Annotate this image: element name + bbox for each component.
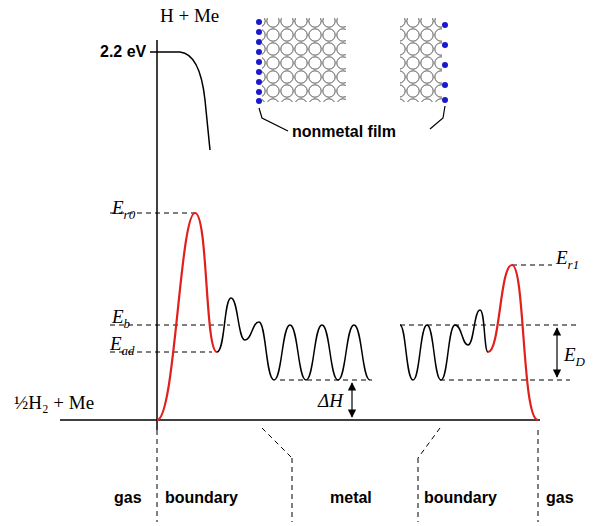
metal-film-left	[262, 18, 346, 102]
leader-line	[430, 106, 445, 129]
region-divider	[292, 458, 293, 522]
state-label: ½H₂ + Me	[14, 393, 94, 412]
film-label: nonmetal film	[290, 124, 398, 140]
region-label: gas	[546, 490, 574, 506]
region-label: boundary	[424, 490, 497, 506]
region-divider	[418, 428, 440, 458]
region-label: gas	[114, 490, 142, 506]
metal-wells-left	[217, 298, 370, 380]
metal-level	[280, 380, 372, 381]
er1-level	[512, 265, 552, 266]
entry-barrier	[157, 213, 217, 420]
baseline	[60, 419, 540, 421]
region-label: boundary	[165, 490, 238, 506]
energy-label: Er0	[112, 198, 135, 217]
dh-arrow	[351, 383, 352, 417]
region-label: metal	[330, 490, 372, 506]
energy-value: 2.2 eV	[100, 44, 146, 60]
energy-label: Er1	[556, 248, 579, 267]
region-divider	[157, 430, 158, 522]
region-divider	[262, 428, 292, 458]
exit-barrier	[488, 265, 538, 420]
ed-arrow	[556, 328, 557, 377]
energy-label: Eb	[112, 307, 130, 326]
energy-label: ED	[564, 345, 585, 364]
metal-level-right	[440, 380, 570, 381]
atomic-curve	[150, 52, 210, 150]
axis-line	[156, 40, 158, 430]
metal-wells-right	[400, 310, 488, 380]
leader-line	[259, 108, 288, 131]
metal-film-right	[400, 18, 442, 102]
region-divider	[538, 430, 539, 522]
energy-label: Ead	[110, 334, 135, 353]
state-label: H + Me	[160, 6, 219, 25]
region-divider	[418, 458, 419, 522]
enthalpy-label: ΔH	[318, 391, 343, 410]
